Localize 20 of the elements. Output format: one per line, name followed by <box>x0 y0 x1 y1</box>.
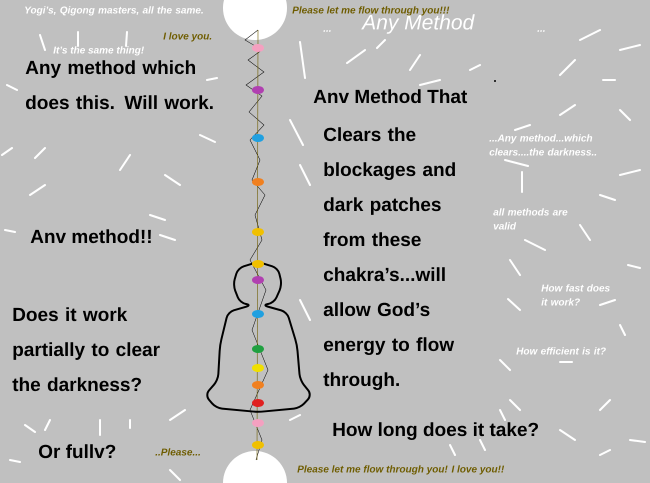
note-text: Please let me flow through you!!! <box>292 6 450 16</box>
note-text: Please let me flow through you! I love you!! <box>297 465 504 475</box>
note-text: ..Please... <box>155 448 200 456</box>
ellipsis: ... <box>323 30 331 32</box>
title: Any Method <box>361 14 475 34</box>
heading-text: Anv method!! <box>30 229 151 244</box>
note-text: all methods are valid <box>493 208 568 230</box>
note-text: It’s the same thing! <box>53 46 144 56</box>
note-text: I love you. <box>163 32 212 42</box>
heading-text: Clears the blockages and dark patches from these chakra’s...will allow God’s energy to flow through. <box>323 127 455 390</box>
heading-text: Anv Method That <box>314 89 468 104</box>
note-text: How efficient is it? <box>516 347 606 355</box>
heading-text: Or fullv? <box>39 444 116 458</box>
note-text: ...Any method...which clears....the darkness.. <box>489 134 596 156</box>
heading-text: How long does it take? <box>333 422 538 440</box>
heading-text: Does it work partially to clear the darkness? <box>12 307 160 392</box>
heading-text: Any method which does this. Will work. <box>26 60 213 110</box>
ellipsis: ... <box>537 30 545 32</box>
note-text: Yogi’s, Qigong masters, all the same. <box>25 6 203 16</box>
note-text: How fast does it work? <box>541 284 610 306</box>
